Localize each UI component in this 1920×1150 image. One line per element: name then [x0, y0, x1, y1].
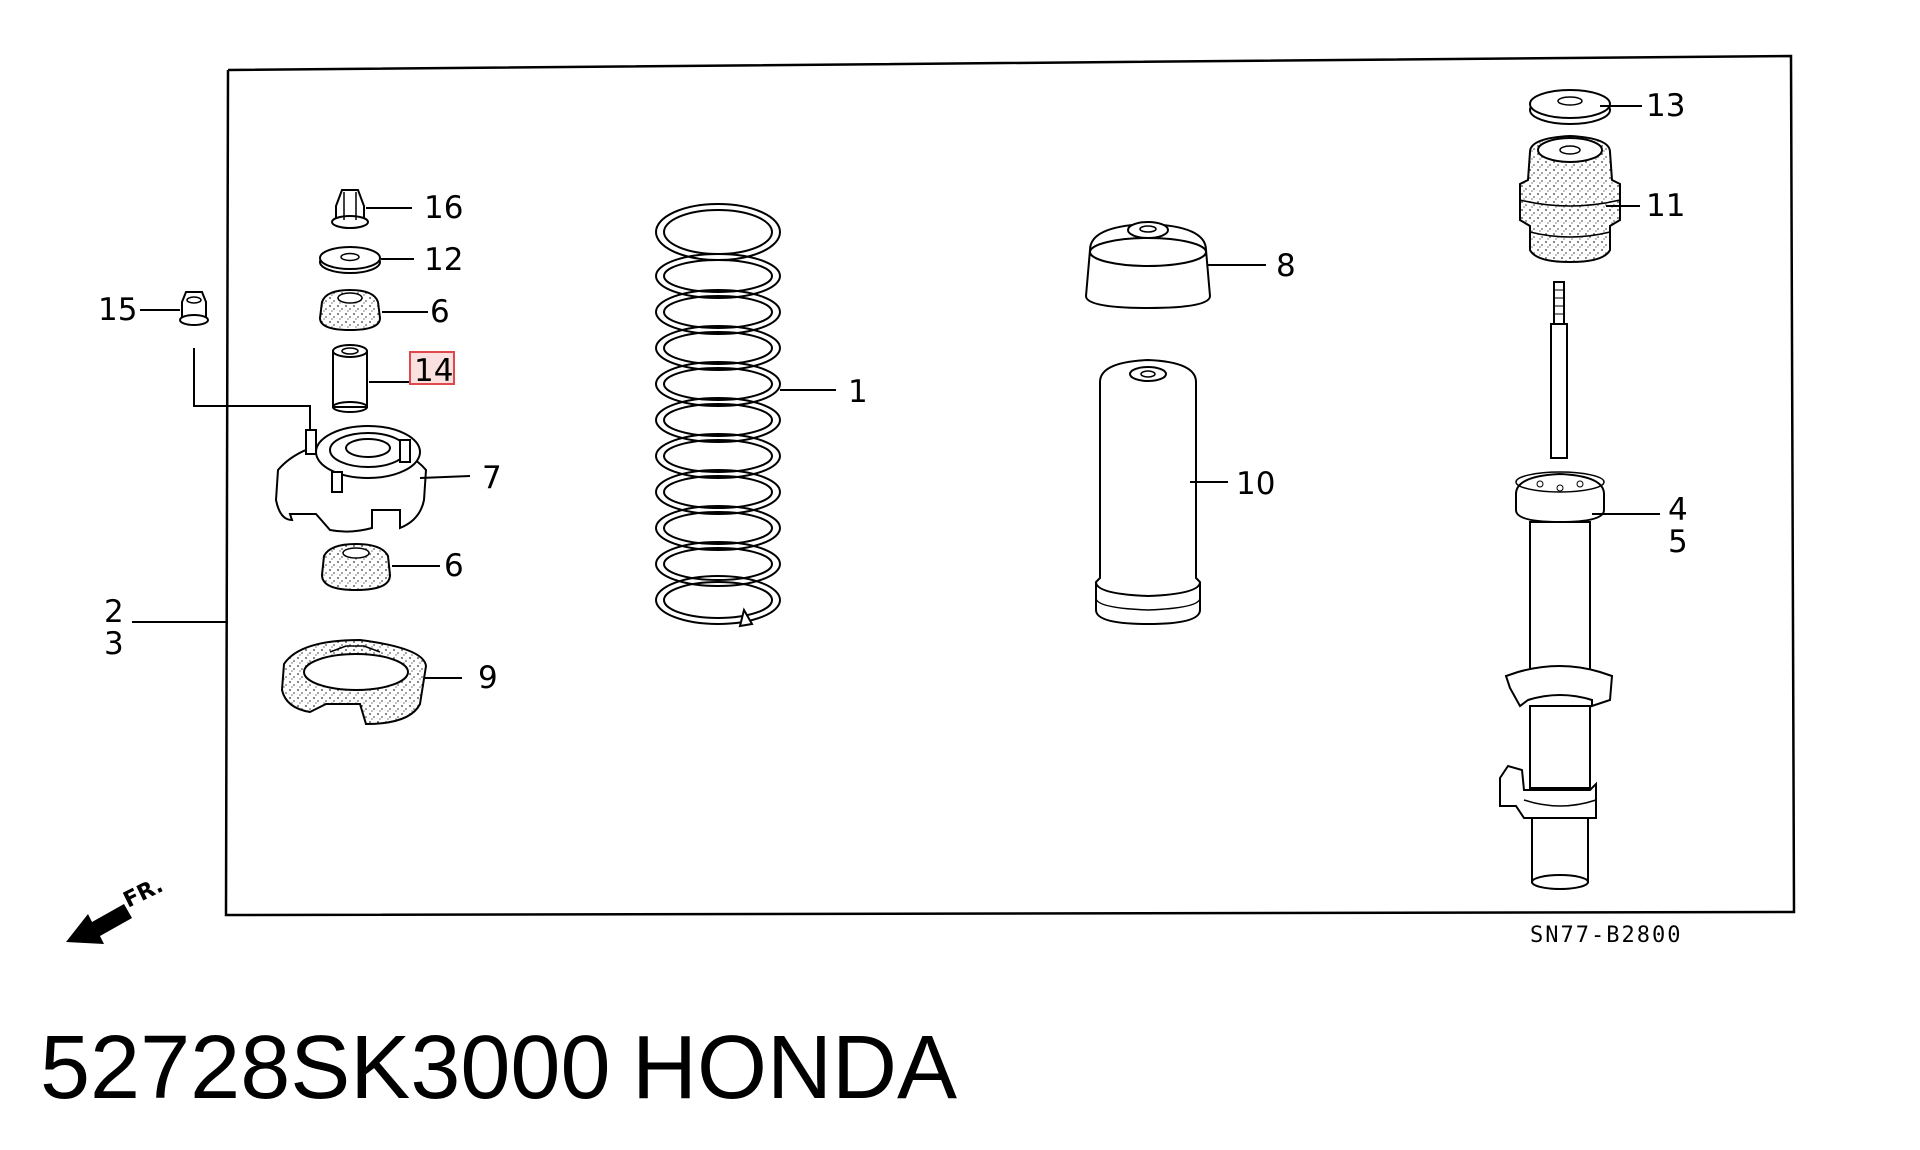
- callout-10[interactable]: 10: [1236, 466, 1275, 502]
- callout-13[interactable]: 13: [1646, 88, 1685, 124]
- strut-mount-base-7[interactable]: [274, 425, 428, 533]
- washer-13[interactable]: [1529, 89, 1611, 125]
- collar-14[interactable]: [332, 344, 368, 413]
- washer-12[interactable]: [319, 246, 381, 274]
- callout-3[interactable]: 3: [104, 626, 124, 662]
- callout-1[interactable]: 1: [848, 374, 868, 410]
- callout-6-lower[interactable]: 6: [444, 548, 464, 584]
- bump-stop-8[interactable]: [1084, 221, 1212, 310]
- callout-15[interactable]: 15: [98, 292, 137, 328]
- callout-16[interactable]: 16: [424, 190, 463, 226]
- shock-absorber-strut-4-5[interactable]: [1499, 281, 1614, 890]
- coil-spring-1[interactable]: [655, 203, 781, 628]
- callout-12[interactable]: 12: [424, 242, 463, 278]
- callout-14-highlight: [409, 351, 455, 385]
- bump-rubber-11[interactable]: [1519, 134, 1621, 264]
- callout-6-upper[interactable]: 6: [430, 294, 450, 330]
- callout-2[interactable]: 2: [104, 594, 124, 630]
- nut-15[interactable]: [179, 291, 209, 326]
- front-direction-arrow-icon: FR.: [66, 873, 167, 944]
- part-number: 52728SK3000: [40, 1018, 611, 1118]
- callout-4[interactable]: 4: [1668, 492, 1688, 528]
- direction-label: FR.: [120, 873, 168, 913]
- callout-7[interactable]: 7: [482, 460, 502, 496]
- callout-14[interactable]: 14: [414, 353, 453, 389]
- callout-11[interactable]: 11: [1646, 188, 1685, 224]
- spring-seat-9[interactable]: [280, 638, 428, 726]
- dust-cover-10[interactable]: [1095, 358, 1201, 626]
- rubber-bushing-6-lower[interactable]: [320, 542, 392, 592]
- callout-5[interactable]: 5: [1668, 524, 1688, 560]
- rubber-bushing-6-upper[interactable]: [318, 288, 382, 332]
- flange-nut-16[interactable]: [331, 189, 369, 229]
- callout-8[interactable]: 8: [1276, 248, 1296, 284]
- brand-name: HONDA: [632, 1018, 957, 1118]
- callout-9[interactable]: 9: [478, 660, 498, 696]
- diagram-frame: [224, 54, 1796, 917]
- drawing-code: SN77-B2800: [1530, 923, 1682, 948]
